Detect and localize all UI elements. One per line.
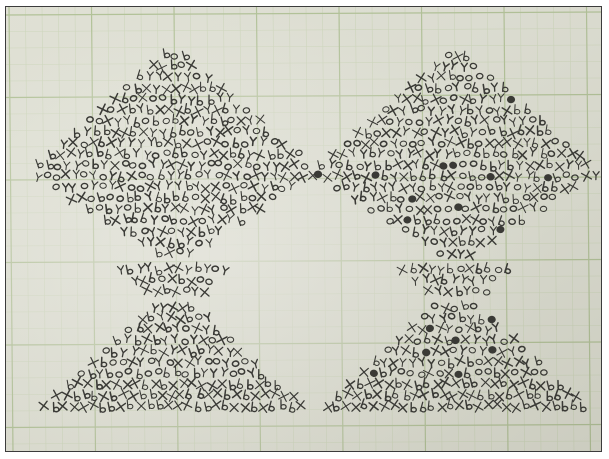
stitch-symbol [488, 316, 495, 323]
stitch-symbol [181, 339, 189, 346]
stitch-symbol [489, 347, 496, 353]
stitch-symbol [455, 204, 462, 210]
stitch-symbol [434, 206, 442, 213]
stitch-symbol [409, 196, 416, 203]
stitch-symbol [426, 325, 434, 332]
stitch-symbol [439, 162, 447, 170]
stitch-symbol [142, 118, 149, 125]
stitch-symbol [487, 173, 495, 180]
stitch-symbol [544, 174, 551, 181]
stitch-symbol [451, 337, 459, 345]
graph-paper-photo [6, 7, 602, 452]
stitch-symbol [403, 216, 411, 223]
stitch-symbol [422, 349, 430, 356]
stitch-symbol [497, 226, 504, 232]
stitch-symbol [314, 171, 321, 178]
stitch-symbol [508, 97, 515, 103]
photo-frame [5, 6, 602, 452]
stitch-symbol [455, 371, 462, 377]
stitch-symbol [370, 370, 378, 377]
stitch-symbol [372, 171, 380, 178]
